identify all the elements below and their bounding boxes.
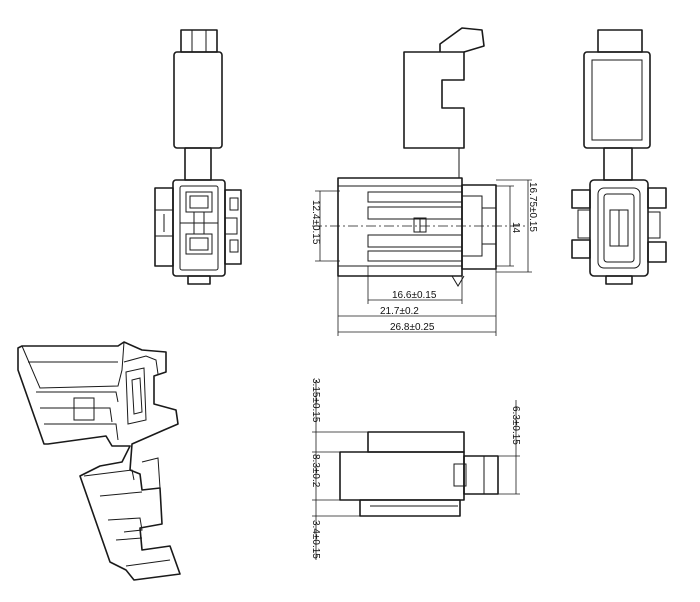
- isometric-view: [17, 341, 181, 581]
- dim-width-inner: 16.6±0.15: [392, 290, 437, 301]
- front-view: [154, 29, 242, 285]
- dim-side-mid: 8.3±0.2: [310, 454, 321, 488]
- dim-height-inner: 14: [510, 222, 521, 234]
- dim-side-top: 3.15±0.15: [310, 378, 321, 423]
- dim-height-right: 16.75±0.15: [527, 182, 538, 232]
- center-view: [312, 27, 528, 287]
- dim-side-right: 6.3±0.15: [510, 406, 521, 445]
- side-view: [339, 431, 499, 517]
- dim-height-left: 12.4±0.15: [310, 200, 321, 245]
- right-view: [571, 29, 667, 285]
- dim-side-bottom: 3.4±0.15: [310, 520, 321, 559]
- dim-width-outer: 26.8±0.25: [390, 322, 435, 333]
- dim-width-mid: 21.7±0.2: [380, 306, 419, 317]
- center-dimensions: [315, 179, 532, 336]
- side-dimensions: [312, 380, 520, 560]
